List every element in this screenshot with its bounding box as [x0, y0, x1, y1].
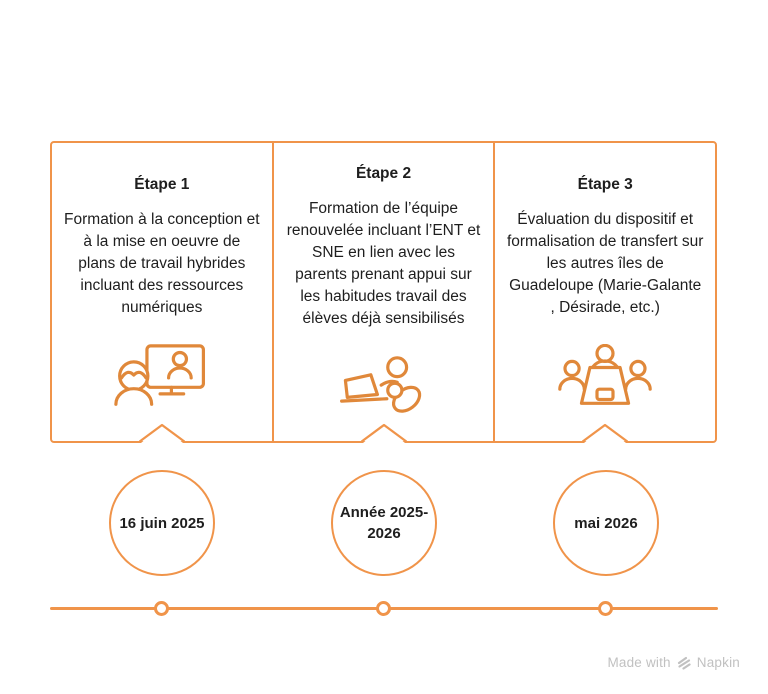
date-circle-1: 16 juin 2025: [109, 470, 215, 576]
timeline-marker-3: [598, 601, 613, 616]
parent-laptop-baby-icon: [339, 356, 421, 413]
step-card-2: Étape 2 Formation de l’équipe renouvelée…: [271, 143, 494, 443]
date-circle-3: mai 2026: [553, 470, 659, 576]
step-description: Évaluation du dispositif et formalisatio…: [506, 211, 704, 316]
timeline-marker-1: [154, 601, 169, 616]
step-title: Étape 1: [134, 176, 190, 193]
steps-container: Étape 1 Formation à la conception et à l…: [50, 141, 717, 443]
date-circle-2: Année 2025-2026: [331, 470, 437, 576]
step-card-1: Étape 1 Formation à la conception et à l…: [52, 143, 272, 443]
timeline-marker-2: [376, 601, 391, 616]
napkin-watermark: Made with Napkin: [607, 654, 740, 670]
date-label: mai 2026: [574, 514, 638, 532]
training-screen-icon: [114, 344, 205, 406]
date-label: Année 2025-2026: [339, 504, 429, 542]
watermark-brand: Napkin: [696, 654, 740, 670]
meeting-table-icon: [558, 344, 652, 405]
step-pointer-notch: [360, 423, 407, 443]
step-card-3: Étape 3 Évaluation du dispositif et form…: [493, 143, 715, 443]
watermark-prefix: Made with: [607, 654, 671, 670]
napkin-logo-icon: [677, 656, 691, 670]
step-title: Étape 3: [577, 176, 633, 193]
step-description: Formation à la conception et à la mise e…: [64, 211, 260, 316]
step-description: Formation de l’équipe renouvelée incluan…: [286, 200, 481, 327]
step-pointer-notch: [582, 423, 629, 443]
step-title: Étape 2: [355, 165, 412, 182]
step-pointer-notch: [138, 423, 185, 443]
date-label: 16 juin 2025: [119, 514, 205, 532]
